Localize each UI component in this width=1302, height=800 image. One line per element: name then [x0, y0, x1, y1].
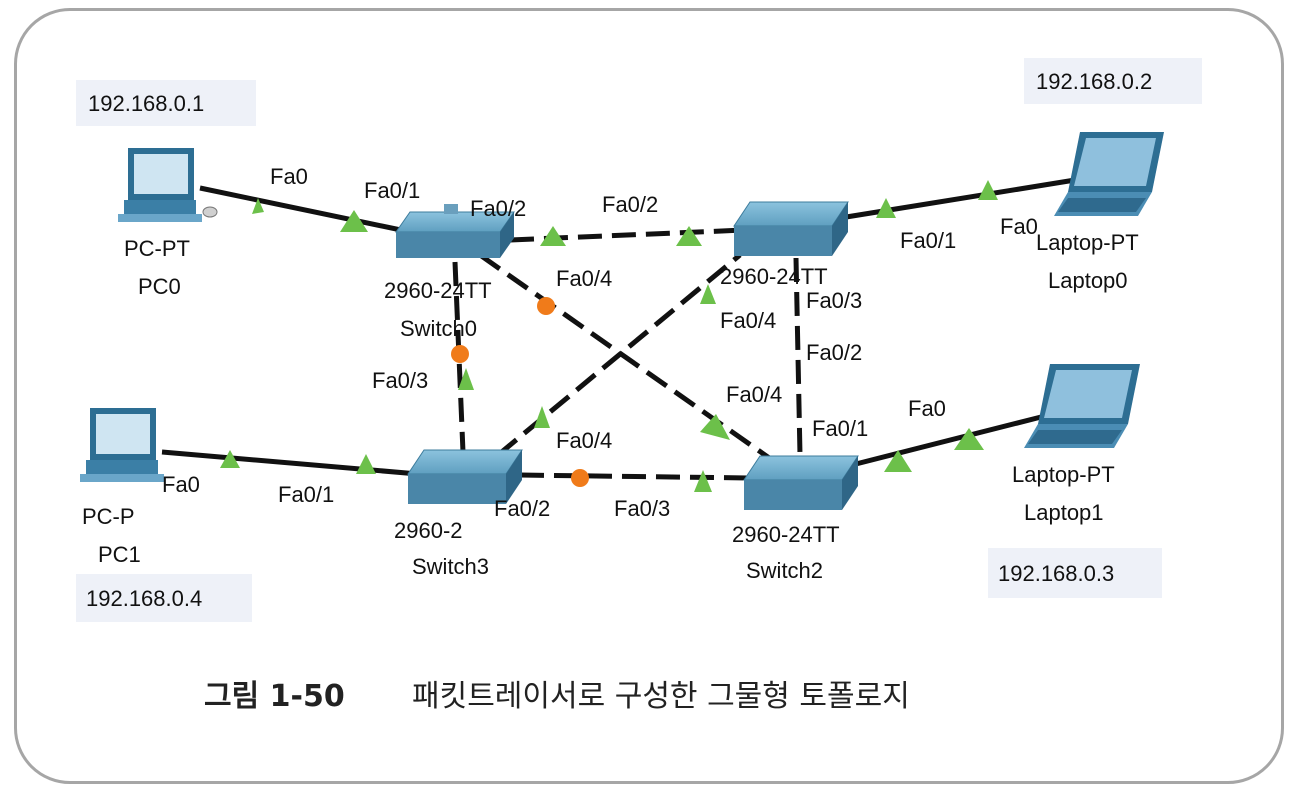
switch0-model-label: 2960-24TT	[384, 278, 492, 303]
link-switch0-switch2	[478, 252, 777, 465]
port-label-sw3-fa02: Fa0/2	[494, 496, 550, 521]
link-switch3-switch2	[519, 472, 749, 481]
link-switch2-laptop1	[847, 413, 1046, 469]
switch0-name-label: Switch0	[400, 316, 477, 341]
ip-box-pc1	[76, 574, 252, 622]
link-blocked-indicator	[537, 297, 555, 315]
link-up-indicator	[954, 428, 984, 450]
link-up-indicator	[220, 450, 240, 468]
link-up-indicator	[876, 198, 896, 218]
link-switch1-laptop0	[839, 177, 1076, 221]
link-up-indicator	[356, 454, 376, 474]
port-label-pc1-fa0: Fa0	[162, 472, 200, 497]
links	[161, 177, 1076, 481]
ip-box-laptop1	[988, 548, 1162, 598]
link-up-indicator	[340, 210, 368, 232]
link-up-indicator	[978, 180, 998, 200]
port-label-sw2-fa02: Fa0/2	[806, 340, 862, 365]
port-label-sw2-fa01: Fa0/1	[812, 416, 868, 441]
port-label-sw3-fa01: Fa0/1	[278, 482, 334, 507]
link-pc1-switch3	[161, 449, 419, 477]
port-label-sw1-fa04: Fa0/4	[720, 308, 776, 333]
port-label-sw2-fa03: Fa0/3	[614, 496, 670, 521]
laptop0-icon[interactable]	[1054, 132, 1164, 216]
pc0-type-label: PC-PT	[124, 236, 190, 261]
link-blocked-indicator	[571, 469, 589, 487]
link-up-indicator	[676, 226, 702, 246]
laptop1-icon[interactable]	[1024, 364, 1140, 448]
laptop1-type-label: Laptop-PT	[1012, 462, 1115, 487]
port-label-sw3-fa04: Fa0/4	[556, 428, 612, 453]
link-switch0-switch3	[452, 261, 466, 453]
pc1-type-label: PC-P	[82, 504, 135, 529]
switch0-icon[interactable]	[395, 204, 515, 258]
port-label-sw1-fa02: Fa0/2	[602, 192, 658, 217]
ip-box-pc0	[76, 80, 256, 126]
pc0-icon[interactable]	[118, 148, 218, 222]
switch3-icon[interactable]	[407, 449, 523, 504]
port-label-pc0-fa0: Fa0	[270, 164, 308, 189]
link-up-indicator	[700, 414, 730, 440]
link-switch3-switch1	[496, 253, 742, 457]
link-up-indicator	[540, 226, 566, 246]
ip-laptop0: 192.168.0.2	[1036, 69, 1152, 94]
ip-box-laptop0	[1024, 58, 1202, 104]
figure-caption: 패킷트레이서로 구성한 그물형 토폴로지	[412, 679, 910, 714]
switch2-icon[interactable]	[743, 455, 859, 510]
pc1-icon[interactable]	[80, 408, 164, 482]
link-up-indicator	[884, 450, 912, 472]
ip-pc1: 192.168.0.4	[86, 586, 202, 611]
laptop1-name-label: Laptop1	[1024, 500, 1104, 525]
port-label-sw0-fa04: Fa0/4	[556, 266, 612, 291]
ip-laptop1: 192.168.0.3	[998, 561, 1114, 586]
laptop0-name-label: Laptop0	[1048, 268, 1128, 293]
switch3-model-label: 2960-2	[394, 518, 463, 543]
switch3-name-label: Switch3	[412, 554, 489, 579]
figure-number: 그림 1-50	[204, 679, 345, 714]
port-label-sw1-fa03: Fa0/3	[806, 288, 862, 313]
port-label-sw0-fa02: Fa0/2	[470, 196, 526, 221]
port-label-laptop1-fa0: Fa0	[908, 396, 946, 421]
pc1-name-label: PC1	[98, 542, 141, 567]
port-label-sw0-fa03: Fa0/3	[372, 368, 428, 393]
link-indicators	[220, 180, 998, 492]
switch1-model-label: 2960-24TT	[720, 264, 828, 289]
link-up-indicator	[534, 406, 550, 428]
link-up-indicator	[694, 470, 712, 492]
port-label-sw1-fa01: Fa0/1	[900, 228, 956, 253]
switch2-model-label: 2960-24TT	[732, 522, 840, 547]
ip-pc0: 192.168.0.1	[88, 91, 204, 116]
link-up-indicator	[458, 368, 474, 390]
switch1-icon[interactable]	[733, 201, 849, 256]
laptop0-type-label: Laptop-PT	[1036, 230, 1139, 255]
link-up-indicator	[700, 284, 716, 304]
port-label-sw0-fa01: Fa0/1	[364, 178, 420, 203]
port-label-laptop0-fa0: Fa0	[1000, 214, 1038, 239]
switch2-name-label: Switch2	[746, 558, 823, 583]
link-pc0-switch0	[199, 185, 421, 237]
link-up-indicator	[252, 198, 264, 214]
link-blocked-indicator	[451, 345, 469, 363]
pc0-name-label: PC0	[138, 274, 181, 299]
port-label-sw2-fa04: Fa0/4	[726, 382, 782, 407]
